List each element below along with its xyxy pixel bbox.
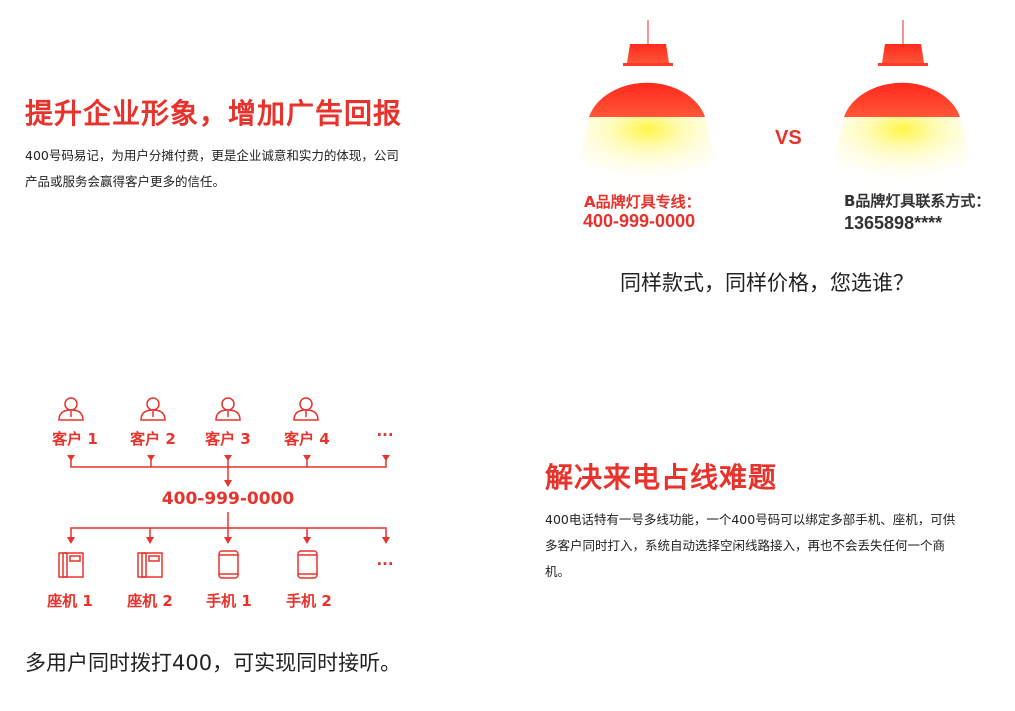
person-icon	[215, 397, 241, 421]
para-line: 多客户同时打入，系统自动选择空闲线路接入，再也不会丢失任何一个商	[545, 538, 946, 553]
lamp-a-icon	[570, 20, 725, 200]
person-icon	[140, 397, 166, 421]
device-label: 座机 2	[127, 592, 173, 610]
section2-paragraph: 400电话特有一号多线功能，一个400号码可以绑定多部手机、座机，可供 多客户同…	[545, 507, 955, 585]
hotline-number: 400-999-0000	[161, 489, 295, 509]
section1-paragraph: 400号码易记，为用户分摊付费，更是企业诚意和实力的体现，公司 产品或服务会赢得…	[25, 143, 399, 195]
device-label: 手机 2	[286, 592, 332, 610]
para-line: 400号码易记，为用户分摊付费，更是企业诚意和实力的体现，公司	[25, 148, 399, 163]
lamp-comparison-illustration: VS	[570, 20, 980, 200]
desk-phone-icon	[137, 552, 163, 578]
lamp-b-icon	[825, 20, 980, 200]
para-line: 产品或服务会赢得客户更多的信任。	[25, 174, 226, 189]
brand-a-label: A品牌灯具专线：	[584, 193, 701, 211]
compare-caption: 同样款式，同样价格，您选谁？	[620, 271, 914, 295]
customer-label: 客户 1	[52, 430, 98, 448]
brand-b-label: B品牌灯具联系方式：	[844, 192, 991, 210]
customer-label: 客户 2	[130, 430, 176, 448]
device-label: 手机 1	[206, 592, 252, 610]
person-icon	[58, 397, 84, 421]
more-devices: ···	[376, 555, 394, 573]
diagram-caption: 多用户同时拨打400，可实现同时接听。	[25, 651, 402, 675]
more-customers: ···	[376, 426, 394, 444]
vs-text: VS	[775, 127, 802, 149]
brand-a-number: 400-999-0000	[583, 211, 696, 231]
para-line: 机。	[545, 564, 571, 579]
mobile-phone-icon	[218, 550, 239, 579]
customer-label: 客户 4	[284, 430, 330, 448]
brand-b-number: 1365898****	[844, 213, 943, 233]
desk-phone-icon	[58, 552, 84, 578]
mobile-phone-icon	[297, 550, 318, 579]
section1-title: 提升企业形象，增加广告回报	[25, 97, 403, 130]
customer-label: 客户 3	[205, 430, 251, 448]
device-label: 座机 1	[47, 592, 93, 610]
call-routing-diagram	[58, 397, 390, 579]
person-icon	[293, 397, 319, 421]
para-line: 400电话特有一号多线功能，一个400号码可以绑定多部手机、座机，可供	[545, 512, 956, 527]
section2-title: 解决来电占线难题	[545, 461, 778, 494]
